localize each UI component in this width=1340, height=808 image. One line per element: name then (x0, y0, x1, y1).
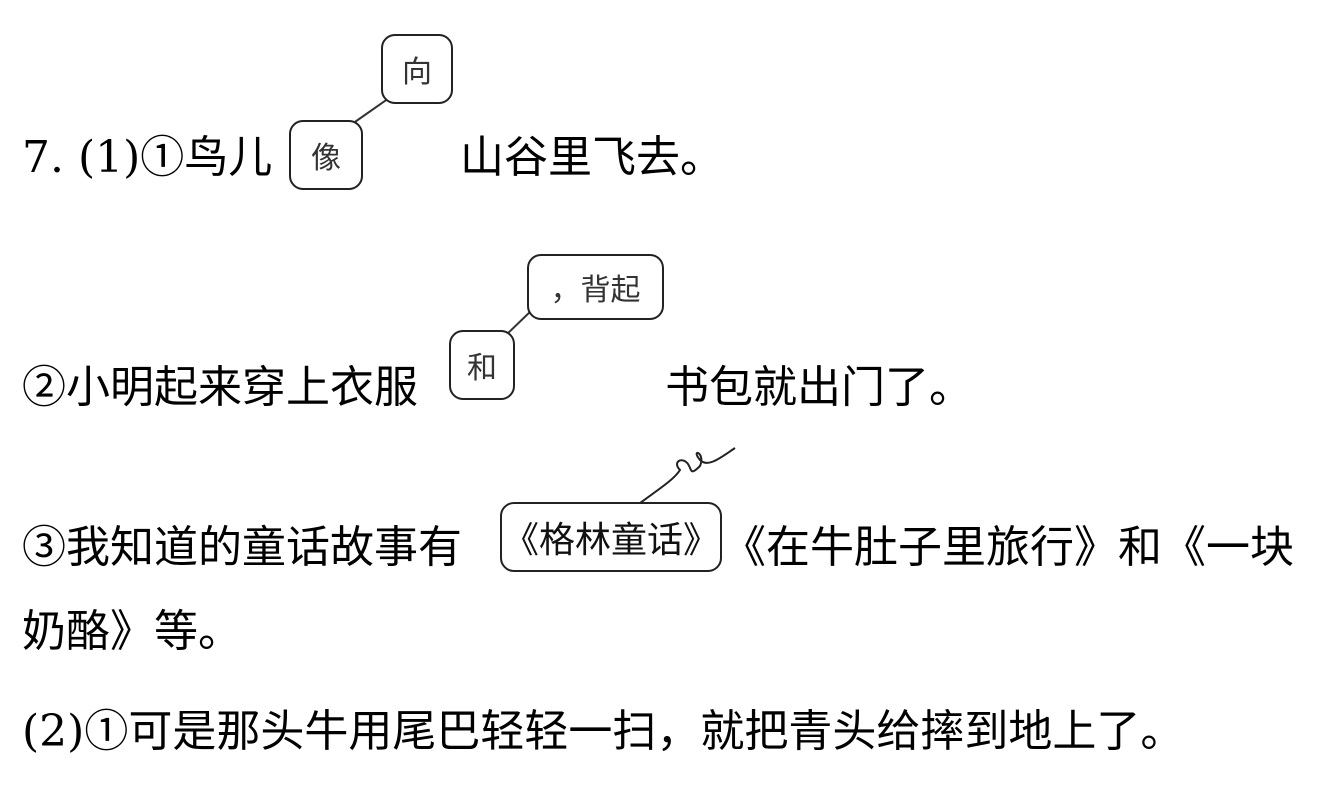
q1-line2-suffix: 书包就出门了。 (665, 362, 973, 413)
moved-phrase-box: 《格林童话》 (500, 502, 722, 572)
deleted-word-box: 像 (289, 120, 363, 190)
deleted-word-box: 和 (449, 330, 515, 400)
connector-line-2 (504, 309, 533, 337)
inserted-word-box: 向 (381, 34, 453, 104)
q1-line3-prefix: ③我知道的童话故事有 (22, 522, 462, 573)
q1-line1-prefix: 7. (1)①鸟儿 (22, 132, 273, 183)
q1-line2-prefix: ②小明起来穿上衣服 (22, 362, 418, 413)
q1-line3-suffix: 《在牛肚子里旅行》和《一块 (722, 522, 1294, 573)
q2-line1: (2)①可是那头牛用尾巴轻轻一扫，就把青头给摔到地上了。 (22, 706, 1185, 757)
inserted-word-box: ，背起 (527, 254, 664, 320)
q1-line4: 奶酪》等。 (22, 606, 242, 657)
transposition-loop-mark (639, 447, 736, 504)
q1-line1-suffix: 山谷里飞去。 (460, 132, 724, 183)
